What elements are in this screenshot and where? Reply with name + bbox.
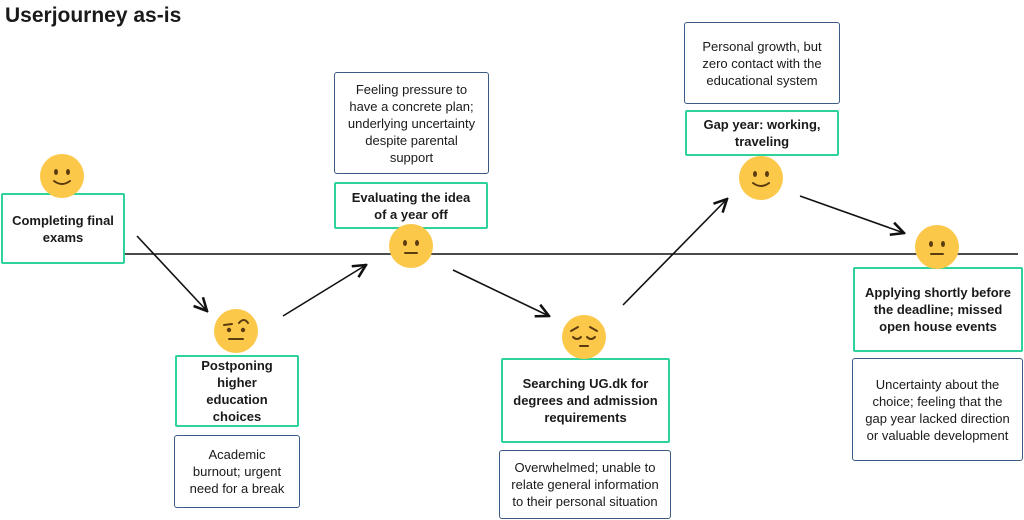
arrow [452, 269, 549, 316]
face-with-raised-eyebrow-icon [214, 309, 258, 353]
step-postponing: Postponing higher education choices [175, 355, 299, 427]
description-gap-year: Personal growth, but zero contact with t… [684, 22, 840, 104]
page-title: Userjourney as-is [5, 4, 182, 27]
step-searching: Searching UG.dk for degrees and admissio… [501, 358, 670, 443]
step-evaluating: Evaluating the idea of a year off [334, 182, 488, 229]
step-gap-year: Gap year: working, traveling [685, 110, 839, 156]
neutral-face-icon [389, 224, 433, 268]
arrow [282, 265, 366, 317]
description-postponing: Academic burnout; urgent need for a brea… [174, 435, 300, 508]
description-searching: Overwhelmed; unable to relate general in… [499, 450, 671, 519]
neutral-face-icon [915, 225, 959, 269]
step-applying: Applying shortly before the deadline; mi… [853, 267, 1023, 352]
step-completing-final-exams: Completing final exams [1, 193, 125, 264]
description-evaluating: Feeling pressure to have a concrete plan… [334, 72, 489, 174]
pensive-face-icon [562, 315, 606, 359]
arrow [799, 195, 904, 233]
description-applying: Uncertainty about the choice; feeling th… [852, 358, 1023, 461]
arrow [622, 199, 727, 306]
arrow [136, 235, 207, 311]
slightly-smiling-face-icon [739, 156, 783, 200]
slightly-smiling-face-icon [40, 154, 84, 198]
